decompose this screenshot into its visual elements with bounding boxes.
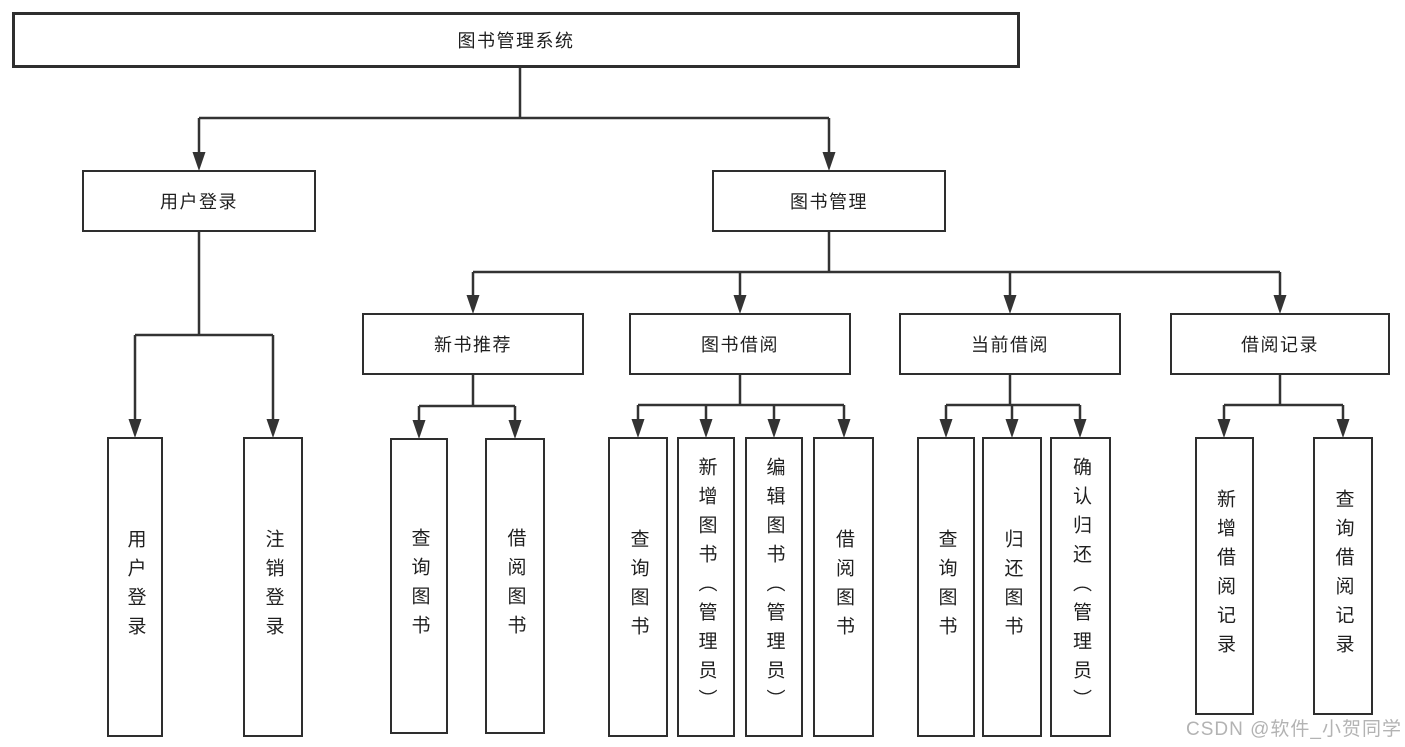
leaf-edit-books-admin: 编辑图书（管理员） — [745, 437, 803, 737]
node-label: 查询图书 — [935, 529, 957, 645]
csdn-watermark: CSDN @软件_小贺同学 — [1186, 719, 1402, 740]
node-label: 新书推荐 — [434, 335, 512, 355]
node-label: 新增借阅记录 — [1214, 489, 1235, 663]
leaf-borrow-books: 借阅图书 — [813, 437, 874, 737]
node-label: 查询图书 — [408, 528, 430, 644]
node-label: 图书管理 — [790, 192, 868, 212]
leaf-return-books: 归还图书 — [982, 437, 1042, 737]
leaf-query-books-recommend: 查询图书 — [390, 438, 448, 734]
node-label: 确认归还（管理员） — [1070, 456, 1091, 718]
leaf-add-books-admin: 新增图书（管理员） — [677, 437, 735, 737]
leaf-borrow-books-recommend: 借阅图书 — [485, 438, 545, 734]
node-book-management: 图书管理 — [712, 170, 946, 232]
node-current-borrowing: 当前借阅 — [899, 313, 1121, 375]
node-label: 编辑图书（管理员） — [763, 456, 785, 718]
node-label: 图书借阅 — [701, 335, 779, 355]
leaf-logout: 注销登录 — [243, 437, 303, 737]
node-borrowing-records: 借阅记录 — [1170, 313, 1390, 375]
node-label: 新增图书（管理员） — [695, 456, 717, 718]
leaf-confirm-return-admin: 确认归还（管理员） — [1050, 437, 1111, 737]
leaf-query-books-borrow: 查询图书 — [608, 437, 668, 737]
node-user-login: 用户登录 — [82, 170, 316, 232]
node-label: 当前借阅 — [971, 335, 1049, 355]
leaf-add-borrow-record: 新增借阅记录 — [1195, 437, 1254, 715]
node-book-borrowing: 图书借阅 — [629, 313, 851, 375]
node-new-book-recommendation: 新书推荐 — [362, 313, 584, 375]
leaf-user-login: 用户登录 — [107, 437, 163, 737]
leaf-query-books-current: 查询图书 — [917, 437, 975, 737]
node-label: 借阅图书 — [504, 528, 526, 644]
node-label: 归还图书 — [1001, 529, 1023, 645]
node-library-management-system: 图书管理系统 — [12, 12, 1020, 68]
node-label: 用户登录 — [160, 192, 238, 212]
leaf-query-borrow-record: 查询借阅记录 — [1313, 437, 1373, 715]
node-label: 查询图书 — [627, 529, 649, 645]
node-label: 查询借阅记录 — [1332, 489, 1354, 663]
node-label: 图书管理系统 — [457, 31, 575, 51]
node-label: 借阅记录 — [1241, 335, 1319, 355]
node-label: 用户登录 — [124, 529, 146, 645]
node-label: 注销登录 — [262, 529, 284, 645]
node-label: 借阅图书 — [833, 529, 854, 645]
